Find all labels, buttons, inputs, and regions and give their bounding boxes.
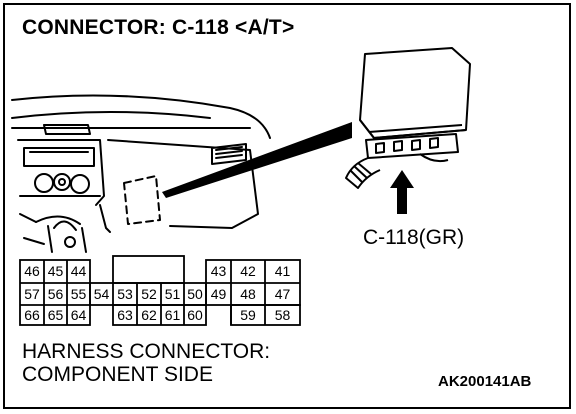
pin-49: 49 <box>210 286 227 302</box>
pin-62: 62 <box>141 307 157 323</box>
pin-57: 57 <box>24 286 40 302</box>
pin-56: 56 <box>47 286 64 302</box>
pin-50: 50 <box>187 286 203 302</box>
pin-66: 66 <box>24 307 40 323</box>
leader-wedge <box>162 122 352 198</box>
dashboard-illustration <box>11 94 271 253</box>
pin-63: 63 <box>117 307 133 323</box>
pin-51: 51 <box>164 286 181 302</box>
pin-grid <box>19 255 301 326</box>
pin-45: 45 <box>47 263 64 279</box>
pin-61: 61 <box>164 307 181 323</box>
pin-44: 44 <box>70 263 87 279</box>
diagram-frame <box>3 3 571 409</box>
pin-60: 60 <box>187 307 203 323</box>
pin-55: 55 <box>70 286 87 302</box>
pin-41: 41 <box>274 263 291 279</box>
pin-46: 46 <box>24 263 40 279</box>
pin-43: 43 <box>210 263 227 279</box>
connector-label: C-118(GR) <box>363 226 465 249</box>
pin-59: 59 <box>240 307 256 323</box>
pin-47: 47 <box>274 286 291 302</box>
diagram-title: CONNECTOR: C-118 <A/T> <box>22 16 295 39</box>
harness-caption-line2: COMPONENT SIDE <box>22 363 213 386</box>
pin-54: 54 <box>93 286 110 302</box>
pin-58: 58 <box>274 307 291 323</box>
pin-52: 52 <box>141 286 157 302</box>
harness-caption-line1: HARNESS CONNECTOR: <box>22 340 271 363</box>
pin-53: 53 <box>117 286 133 302</box>
pin-65: 65 <box>47 307 64 323</box>
pin-64: 64 <box>70 307 87 323</box>
ecu-module-illustration <box>345 47 471 189</box>
pin-42: 42 <box>240 263 256 279</box>
figure-code: AK200141AB <box>438 373 532 390</box>
pointer-arrow <box>390 170 414 214</box>
pin-48: 48 <box>240 286 256 302</box>
